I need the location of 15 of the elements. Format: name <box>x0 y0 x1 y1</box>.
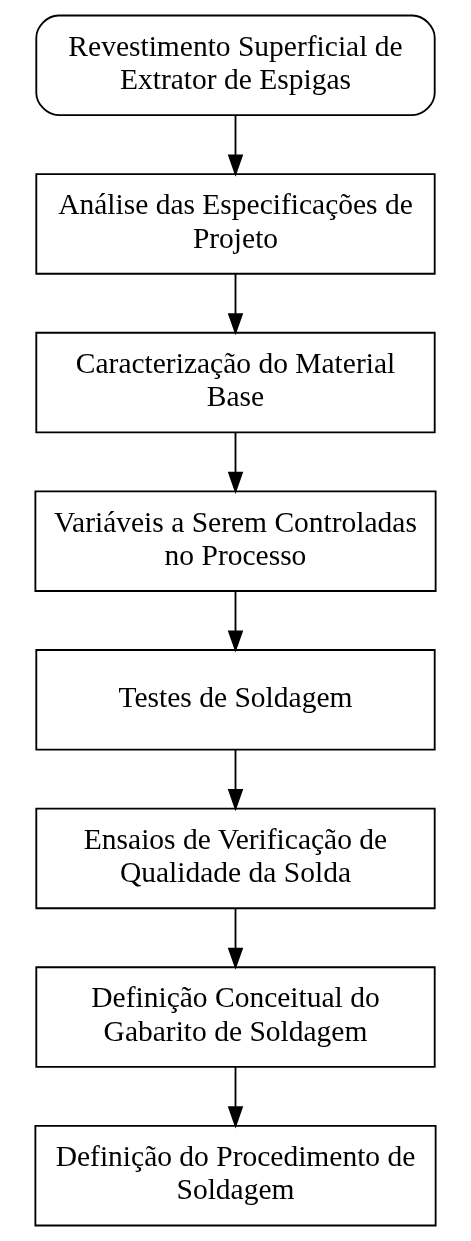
node-box: Definição do Procedimento de Soldagem <box>34 1124 437 1227</box>
arrow <box>227 1066 244 1129</box>
node-box: Testes de Soldagem <box>35 649 436 751</box>
node-box: Ensaios de Verificação de Qualidade da Solda <box>35 807 436 910</box>
node-box: Definição Conceitual do Gabarito de Soldagem <box>35 966 436 1068</box>
arrow <box>227 907 244 970</box>
arrow <box>227 590 244 653</box>
arrow <box>227 114 244 177</box>
node-box: Caracterização do Material Base <box>35 331 436 434</box>
node-box: Análise das Especificações de Projeto <box>35 173 436 275</box>
node-box: Revestimento Superficial de Extrator de Espigas <box>35 14 436 117</box>
node-box: Variáveis a Serem Controladas no Processo <box>34 490 437 592</box>
arrow <box>227 273 244 336</box>
arrow <box>227 748 244 812</box>
arrow <box>227 431 244 494</box>
